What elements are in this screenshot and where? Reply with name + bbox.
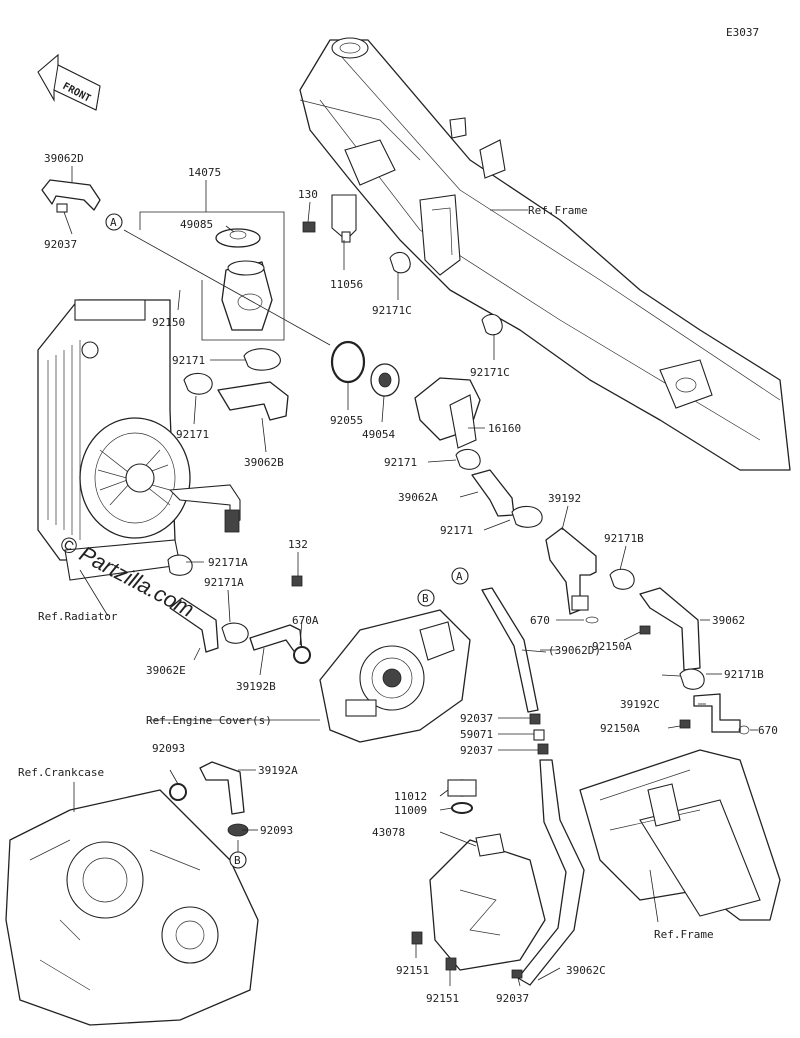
hose-39062b <box>183 348 289 421</box>
svg-text:A: A <box>110 216 117 229</box>
part-label: 39062A <box>398 491 438 504</box>
svg-text:A: A <box>456 570 463 583</box>
part-label: 92055 <box>330 414 363 427</box>
marker-a-mid: A <box>451 567 469 585</box>
leader-lines <box>63 166 758 987</box>
part-label: 16160 <box>488 422 521 435</box>
marker-b-top: B <box>417 589 435 607</box>
part-label: (39062D) <box>548 644 601 657</box>
front-arrow-icon: FRONT <box>37 53 101 111</box>
part-label: 39192 <box>548 492 581 505</box>
hose-39062a <box>455 448 543 528</box>
part-labels: 39062D 92037 14075 49085 130 11056 92171… <box>44 152 778 1005</box>
radiator-illustration <box>37 299 241 581</box>
part-label: 92171C <box>470 366 510 379</box>
part-label: 92171 <box>440 524 473 537</box>
part-label: 92093 <box>260 824 293 837</box>
part-label: 49085 <box>180 218 213 231</box>
part-label: 92150A <box>592 640 632 653</box>
ref-crankcase: Ref.Crankcase <box>18 766 104 779</box>
part-label: 92151 <box>396 964 429 977</box>
part-label: 39192C <box>620 698 660 711</box>
part-label: 92151 <box>426 992 459 1005</box>
pipe-39192 <box>545 527 651 635</box>
part-label: 92093 <box>152 742 185 755</box>
marker-b-bottom: B <box>229 851 247 869</box>
part-label: 130 <box>298 188 318 201</box>
part-label: 670 <box>530 614 550 627</box>
reserve-tank <box>411 779 546 979</box>
engine-cover-illustration <box>319 609 471 743</box>
filler-neck-assembly <box>139 211 285 341</box>
svg-text:B: B <box>234 854 241 867</box>
clamp-92171c <box>389 251 503 336</box>
part-label: 92150 <box>152 316 185 329</box>
part-label: 92037 <box>460 744 493 757</box>
hose-39062d <box>41 179 101 213</box>
part-label: 92037 <box>460 712 493 725</box>
part-label: 92171A <box>208 556 248 569</box>
part-label: 670A <box>292 614 319 627</box>
thermostat-assembly <box>330 340 481 449</box>
part-label: 11056 <box>330 278 363 291</box>
part-label: 39062D <box>44 152 84 165</box>
part-label: 132 <box>288 538 308 551</box>
part-label: 11012 <box>394 790 427 803</box>
part-label: 92171C <box>372 304 412 317</box>
svg-text:B: B <box>422 592 429 605</box>
part-label: 92171B <box>724 668 764 681</box>
part-label: 43078 <box>372 826 405 839</box>
part-label: 92171 <box>384 456 417 469</box>
ref-engine-cover: Ref.Engine Cover(s) <box>146 714 272 727</box>
part-label: 11009 <box>394 804 427 817</box>
part-label: 92037 <box>496 992 529 1005</box>
part-label: 39062B <box>244 456 284 469</box>
part-label: 14075 <box>188 166 221 179</box>
ref-frame-top: Ref.Frame <box>528 204 588 217</box>
frame-illustration <box>299 37 791 471</box>
part-label: 92037 <box>44 238 77 251</box>
part-label: 49054 <box>362 428 395 441</box>
part-label: 39192A <box>258 764 298 777</box>
part-label: 670 <box>758 724 778 737</box>
diagram-code: E3037 <box>726 26 759 39</box>
pipe-39192b <box>221 575 311 664</box>
part-label: 92150A <box>600 722 640 735</box>
joint-39192c <box>679 693 750 735</box>
marker-a-top: A <box>105 213 123 231</box>
ref-radiator: Ref.Radiator <box>38 610 118 623</box>
part-label: 59071 <box>460 728 493 741</box>
lower-frame-illustration <box>579 749 781 921</box>
part-label: 39062C <box>566 964 606 977</box>
part-label: 92171B <box>604 532 644 545</box>
hose-39062e <box>167 554 219 653</box>
part-label: 39192B <box>236 680 276 693</box>
bracket-11056 <box>302 194 357 243</box>
hose-39062d-route <box>481 587 585 986</box>
ref-frame-bottom: Ref.Frame <box>654 928 714 941</box>
part-label: 92171 <box>176 428 209 441</box>
part-label: 92171A <box>204 576 244 589</box>
part-label: 39062 <box>712 614 745 627</box>
part-label: 39062E <box>146 664 186 677</box>
crankcase-illustration <box>5 789 259 1026</box>
pipe-39192a <box>169 761 249 837</box>
hose-39062 <box>609 568 705 690</box>
part-label: 92171 <box>172 354 205 367</box>
